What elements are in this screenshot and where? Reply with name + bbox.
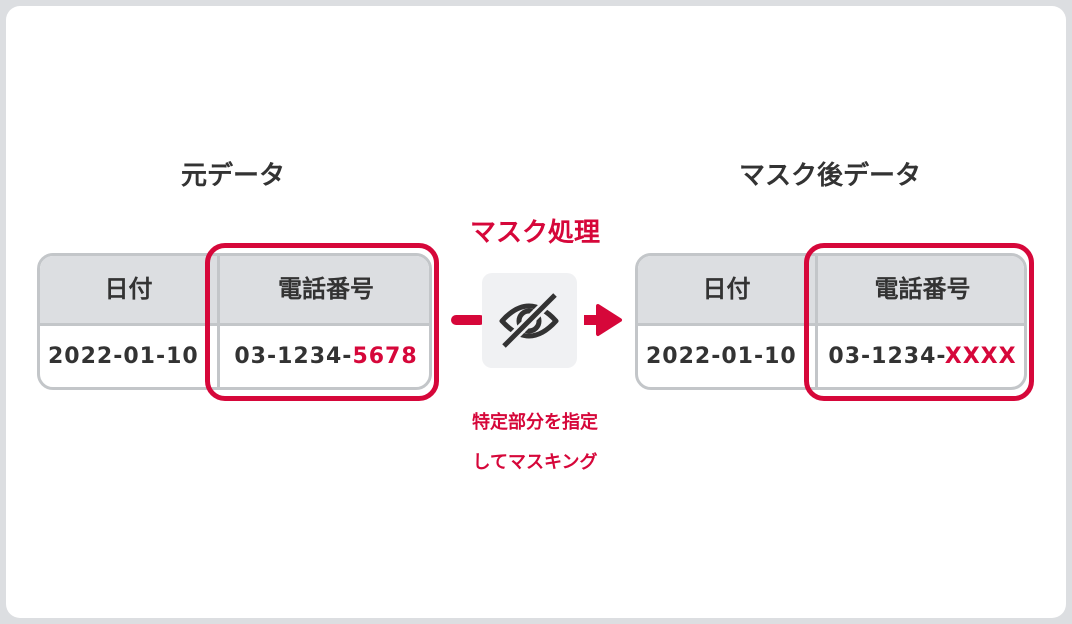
source-highlight — [205, 243, 439, 401]
phone-value: 03-1234-5678 — [234, 344, 418, 369]
process-caption-line1: 特定部分を指定 — [472, 412, 598, 433]
masked-table: 日付 2022-01-10 電話番号 03-1234-XXXX — [635, 253, 1027, 390]
date-value: 2022-01-10 — [48, 344, 199, 369]
process-label: マスク処理 — [469, 218, 600, 248]
phone-value: 03-1234-XXXX — [828, 344, 1017, 369]
date-header: 日付 — [104, 275, 153, 303]
source-title: 元データ — [180, 161, 285, 191]
phone-header: 電話番号 — [278, 275, 374, 303]
phone-header: 電話番号 — [874, 275, 971, 303]
source-table: 日付 2022-01-10 電話番号 03-1234-5678 — [37, 253, 432, 390]
mask-process-box — [482, 273, 577, 368]
date-value: 2022-01-10 — [646, 344, 797, 369]
flow-arrow — [451, 304, 622, 336]
date-header: 日付 — [702, 275, 751, 303]
masked-title: マスク後データ — [738, 161, 921, 191]
masked-highlight — [804, 243, 1034, 401]
process-caption-line2: してマスキング — [472, 452, 598, 473]
eye-slash-icon — [499, 291, 559, 350]
